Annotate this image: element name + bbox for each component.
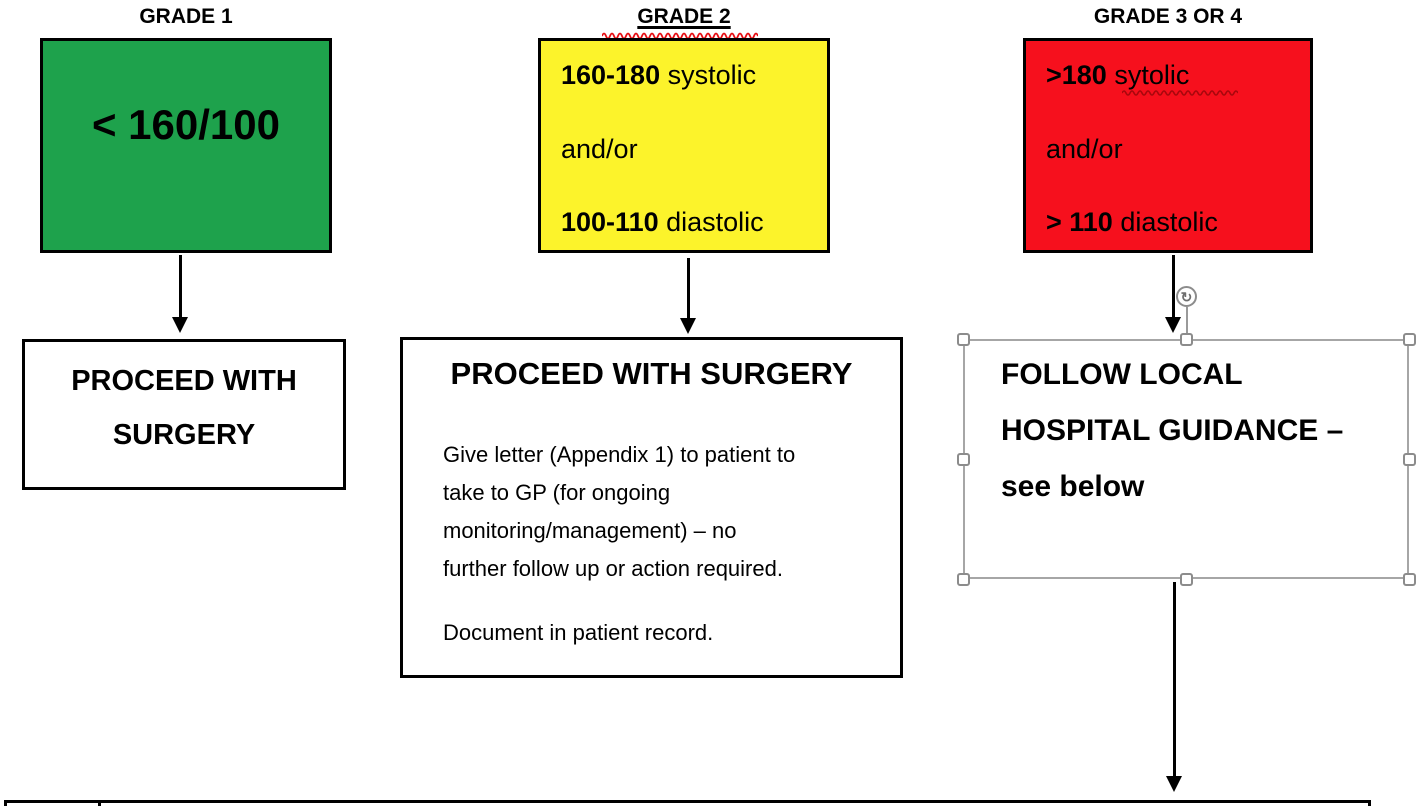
selection-handle-top-right[interactable] — [1402, 332, 1416, 346]
outcome3-line2: HOSPITAL GUIDANCE – — [1001, 414, 1344, 447]
selection-handle-top-left[interactable] — [956, 332, 970, 346]
selection-handle-mid-left[interactable] — [956, 452, 970, 466]
outcome1-line2: SURGERY — [112, 419, 256, 451]
outcome3-line1: FOLLOW LOCAL — [1001, 358, 1243, 391]
outcome2-body: Give letter (Appendix 1) to patient to t… — [443, 436, 883, 588]
outcome2-title: PROCEED WITH SURGERY — [450, 356, 853, 391]
outcome2-body-line: monitoring/management) – no — [443, 518, 737, 543]
outcome1-text: PROCEED WITH SURGERY — [25, 342, 343, 462]
arrow-shaft — [1171, 255, 1175, 317]
rotate-handle-stem — [1186, 307, 1188, 339]
outcome3-line3: see below — [1001, 470, 1145, 503]
outcome2-body-line: further follow up or action required. — [443, 556, 783, 581]
selection-handle-bottom-left[interactable] — [956, 572, 970, 586]
grade1-box[interactable]: < 160/100 — [40, 38, 332, 253]
table-right-border — [1368, 800, 1371, 806]
grade2-title: GRADE 2 — [637, 5, 731, 28]
outcome2-body-line: Give letter (Appendix 1) to patient to — [443, 442, 796, 467]
table-left-border — [4, 800, 7, 806]
grade2-line-systolic: 160-180 systolic — [561, 60, 757, 90]
selection-handle-bottom-center[interactable] — [1179, 572, 1193, 586]
grade2-line-andor: and/or — [561, 134, 638, 164]
rotate-icon: ↻ — [1180, 288, 1193, 305]
grade34-line-diastolic: > 110 diastolic — [1046, 207, 1218, 237]
table-column-divider — [98, 800, 101, 806]
arrow-head — [172, 317, 188, 333]
selection-handle-top-center[interactable] — [1179, 332, 1193, 346]
arrow-grade34-to-outcome[interactable] — [1165, 255, 1181, 333]
outcome1-line1: PROCEED WITH — [71, 365, 297, 397]
arrow-head — [680, 318, 696, 334]
outcome3-text: FOLLOW LOCAL HOSPITAL GUIDANCE – see bel… — [1001, 347, 1401, 515]
arrow-grade1-to-outcome[interactable] — [172, 255, 188, 333]
grade1-value: < 160/100 — [91, 101, 280, 148]
rotate-handle[interactable]: ↻ — [1176, 286, 1197, 307]
table-top-border — [4, 800, 1371, 803]
outcome2-body-line: take to GP (for ongoing — [443, 480, 671, 505]
spellcheck-squiggle-sytolic — [1122, 90, 1238, 96]
arrow-grade2-to-outcome[interactable] — [680, 258, 696, 334]
grade2-line-diastolic: 100-110 diastolic — [561, 207, 764, 237]
outcome2-box[interactable]: PROCEED WITH SURGERY Give letter (Append… — [400, 337, 903, 678]
arrow-shaft — [178, 255, 182, 317]
arrow-shaft — [1172, 582, 1176, 776]
selection-handle-bottom-right[interactable] — [1402, 572, 1416, 586]
selection-handle-mid-right[interactable] — [1402, 452, 1416, 466]
grade34-line-systolic: >180 sytolic — [1046, 60, 1190, 90]
grade34-line-andor: and/or — [1046, 134, 1123, 164]
outcome2-footer: Document in patient record. — [443, 620, 714, 645]
arrow-head — [1165, 317, 1181, 333]
outcome1-box[interactable]: PROCEED WITH SURGERY — [22, 339, 346, 490]
arrow-shaft — [686, 258, 690, 318]
grade34-title: GRADE 3 OR 4 — [1093, 5, 1243, 28]
arrow-outcome3-to-table[interactable] — [1166, 582, 1182, 792]
grade2-box[interactable]: 160-180 systolic and/or 100-110 diastoli… — [538, 38, 830, 253]
grade34-box[interactable]: >180 sytolic and/or > 110 diastolic — [1023, 38, 1313, 253]
outcome3-selected-textbox[interactable] — [963, 339, 1409, 579]
arrow-head — [1166, 776, 1182, 792]
grade1-title: GRADE 1 — [139, 5, 233, 28]
